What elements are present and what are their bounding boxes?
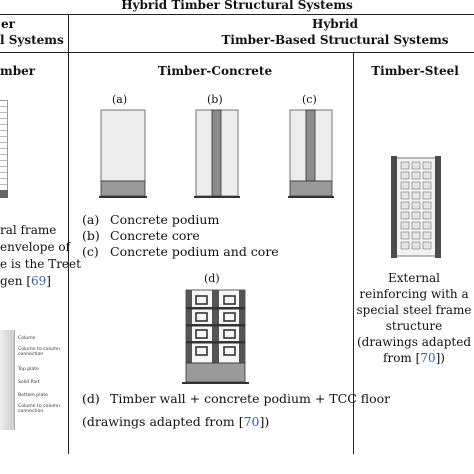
left-caption-text: gen [ [0,274,32,288]
left-connection-column [0,330,15,430]
label-a: (a) [112,93,128,106]
drawing-b [194,109,240,198]
column-divider-left [68,14,69,454]
left-caption-line3: e is the Treet [0,257,81,271]
citation-70-ts[interactable]: 70 [420,351,436,365]
label-bottom-plate: Bottom plate [18,393,48,398]
left-caption: ral frame envelope of e is the Treet gen… [0,222,81,290]
label-b: (b) [207,93,223,106]
label-top-plate: Top plate [18,367,39,372]
label-column-connection-bottom: Column to column connection [18,404,61,414]
drawing-d [182,289,249,384]
left-caption-line1: ral frame [0,223,57,237]
list-item-c: (c)Concrete podium and core [82,244,279,259]
left-caption-line4: gen [69] [0,273,81,290]
label-column-connection-top: Column to column connection [18,347,61,357]
citation-70-tc[interactable]: 70 [243,414,260,429]
hybrid-title: Hybrid [312,17,358,31]
column-divider-right [353,52,354,454]
subheader-divider [0,52,474,53]
column-title-left: mber [0,64,36,78]
column-title-timber-concrete: Timber-Concrete [157,64,273,78]
label-d: (d) [204,272,220,285]
column-title-timber-steel: Timber-Steel [371,64,459,78]
label-c: (c) [302,93,317,106]
timber-concrete-list: (a)Concrete podium (b)Concrete core (c)C… [82,212,279,260]
drawing-timber-steel [391,156,441,258]
citation-69[interactable]: 69 [31,274,47,288]
list-item-b: (b)Concrete core [82,228,200,243]
left-header-line1: er [1,17,15,31]
timber-concrete-adapted: (drawings adapted from [70]) [82,414,270,429]
left-caption-line2: envelope of [0,240,71,254]
list-item-a: (a)Concrete podium [82,212,220,227]
drawing-c [288,109,334,198]
hybrid-subtitle: Timber-Based Structural Systems [221,33,449,47]
drawing-a [99,109,147,198]
label-solid-part: Solid Part [18,380,40,385]
caption-d: (d)Timber wall + concrete podium + TCC f… [82,391,391,406]
left-header-line2: l Systems [0,33,64,47]
timber-steel-caption: External reinforcing with a special stee… [356,271,472,365]
left-caption-bracket: ] [46,274,51,288]
header-divider [0,14,474,15]
label-column: Column [18,336,36,341]
top-title: Hybrid Timber Structural Systems [121,0,353,12]
left-frame-base [0,190,8,198]
